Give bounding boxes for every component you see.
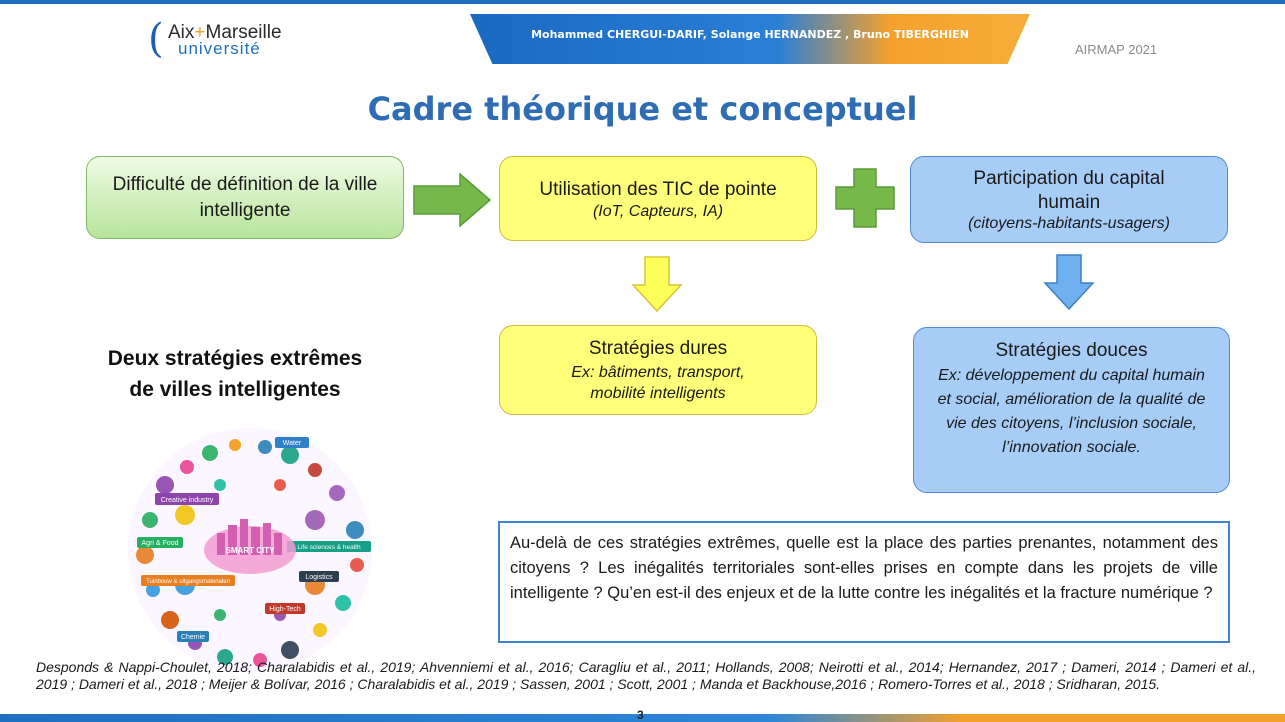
footer-bar — [0, 714, 1285, 722]
down-arrow-yellow-icon — [631, 256, 683, 313]
label-chemie: Chemie — [181, 634, 205, 641]
label-tuinbouw: Tuinbouw & uitgangsmaterialen — [146, 579, 230, 585]
difficulty-text: Difficulté de définition de la ville int… — [112, 173, 378, 221]
hard-strategies-box: Stratégies dures Ex: bâtiments, transpor… — [499, 325, 817, 415]
plus-icon — [835, 168, 895, 228]
label-life-sciences: Life sciences & health — [297, 544, 361, 551]
right-arrow-icon — [413, 172, 492, 228]
page-number: 3 — [637, 708, 644, 722]
difficulty-box: Difficulté de définition de la ville int… — [86, 156, 404, 239]
hard-subtitle: Ex: bâtiments, transport, mobilité intel… — [571, 364, 745, 402]
down-arrow-blue-icon — [1043, 254, 1095, 311]
label-agri-food: Agri & Food — [142, 540, 179, 547]
soft-subtitle: Ex: développement du capital humain et s… — [937, 367, 1206, 456]
soft-title: Stratégies douces — [995, 340, 1148, 361]
label-water: Water — [283, 440, 302, 447]
logo-subtitle: université — [178, 39, 261, 58]
question-box: Au-delà de ces stratégies extrêmes, quel… — [498, 521, 1230, 643]
participation-box: Participation du capital humain (citoyen… — [910, 156, 1228, 243]
references: Desponds & Nappi-Choulet, 2018; Charalab… — [36, 659, 1256, 692]
logo-bracket: ( — [148, 16, 164, 62]
conference-label: AIRMAP 2021 — [1075, 42, 1158, 57]
participation-title: Participation du capital humain — [973, 167, 1165, 213]
label-smart-city: SMART CITY — [226, 546, 276, 555]
author-banner — [470, 14, 1030, 64]
tic-title: Utilisation des TIC de pointe — [539, 178, 777, 200]
hard-title: Stratégies dures — [588, 338, 728, 359]
label-creative-industry: Creative industry — [161, 497, 214, 504]
label-logistics: Logistics — [305, 574, 333, 581]
slide-title: Cadre théorique et conceptuel — [367, 90, 918, 128]
participation-subtitle: (citoyens-habitants-usagers) — [968, 214, 1170, 232]
tic-subtitle: (IoT, Capteurs, IA) — [592, 202, 724, 220]
smart-city-illustration: Water Creative industry Agri & Food Life… — [128, 428, 372, 672]
tic-box: Utilisation des TIC de pointe (IoT, Capt… — [499, 156, 817, 241]
authors: Mohammed CHERGUI-DARIF, Solange HERNANDE… — [531, 28, 969, 41]
header-top-bar — [0, 0, 1285, 4]
soft-strategies-box: Stratégies douces Ex: développement du c… — [913, 327, 1230, 493]
label-high-tech: High-Tech — [269, 606, 301, 613]
logo-name: Aix+Marseille — [168, 22, 282, 43]
left-heading: Deux stratégies extrêmes de villes intel… — [107, 347, 363, 401]
